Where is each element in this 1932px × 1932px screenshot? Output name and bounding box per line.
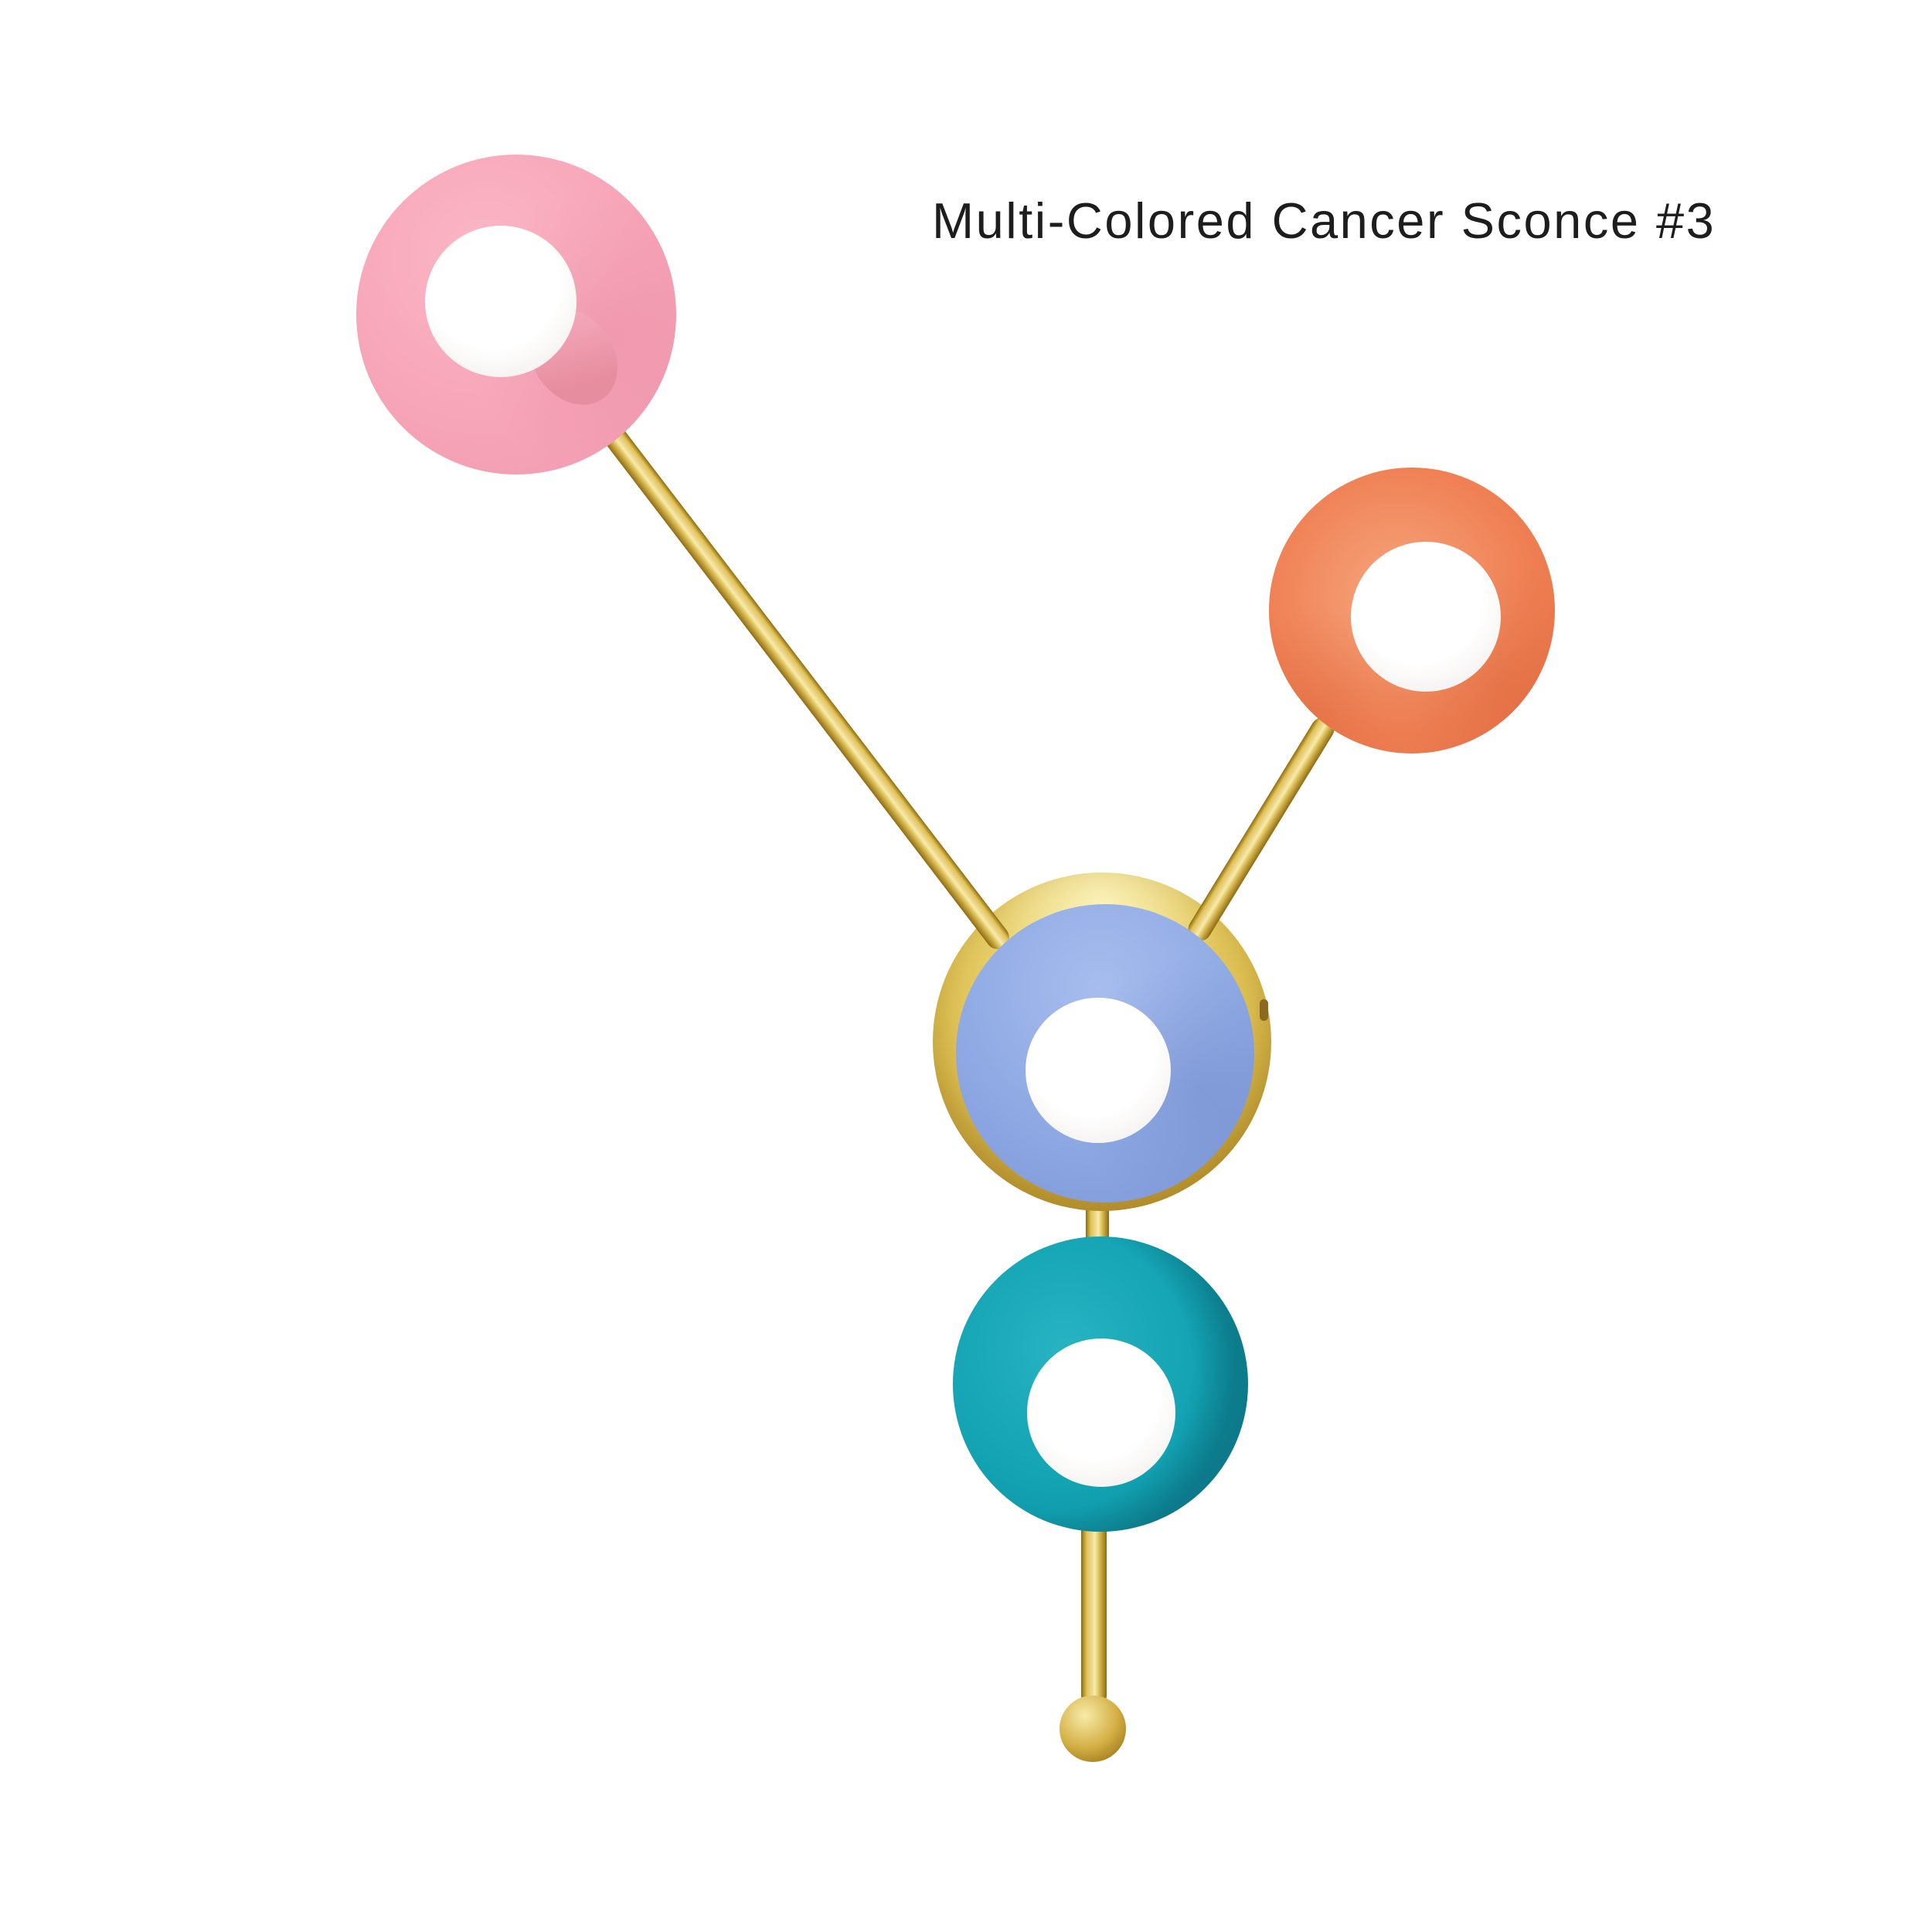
bulb-teal — [1027, 1338, 1175, 1487]
ball-finial — [1060, 1696, 1126, 1762]
backplate-screw — [1260, 999, 1268, 1021]
right-arm-rod — [1183, 713, 1339, 946]
product-title: Multi-Colored Cancer Sconce #3 — [932, 192, 1716, 249]
bulb-coral — [1351, 542, 1501, 692]
bulb-pink — [425, 226, 577, 377]
stem-lower-rod — [1081, 1507, 1107, 1708]
left-arm-rod — [594, 413, 1014, 954]
bulb-periwinkle — [1026, 998, 1171, 1143]
